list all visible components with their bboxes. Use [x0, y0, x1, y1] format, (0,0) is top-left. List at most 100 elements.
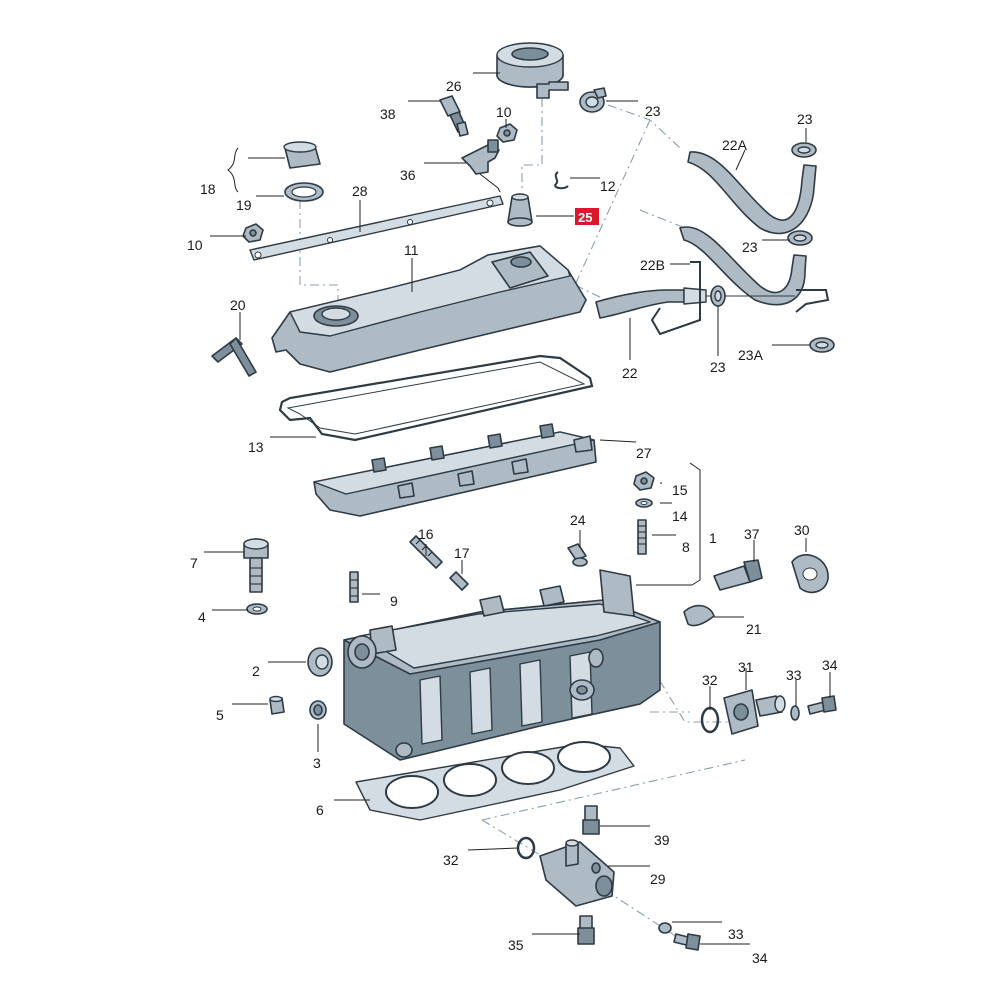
part-32-o-ring [700, 706, 720, 734]
label-36: 36 [400, 167, 416, 183]
part-20-key [211, 337, 257, 377]
label-9: 9 [390, 593, 398, 609]
label-23-top: 23 [645, 103, 661, 119]
label-26: 26 [446, 78, 462, 94]
part-30-flange-gasket [791, 554, 829, 594]
label-10-left: 10 [187, 237, 203, 253]
label-23-22A: 23 [797, 111, 813, 127]
part-26-breather [496, 42, 569, 99]
label-23-22B: 23 [742, 239, 758, 255]
part-18-filler-cap [283, 141, 321, 169]
label-17: 17 [454, 545, 470, 561]
label-29: 29 [650, 871, 666, 887]
cylinder-head [343, 569, 661, 761]
label-27: 27 [636, 445, 652, 461]
part-34-bolt-lower [673, 933, 701, 951]
label-23-22: 23 [710, 359, 726, 375]
label-34-right: 34 [822, 657, 838, 673]
part-10-nut-top [496, 123, 518, 143]
callout-labels: 26 38 10 23 36 12 25 18 19 28 10 11 22A … [187, 78, 838, 966]
label-37: 37 [744, 526, 760, 542]
part-28-gasket-strip [249, 195, 504, 261]
label-11: 11 [404, 242, 419, 258]
label-23A: 23A [738, 347, 764, 363]
part-12-spring [554, 171, 569, 190]
label-6: 6 [316, 802, 324, 818]
part-17-stud [449, 571, 469, 591]
part-36-bracket [461, 139, 501, 193]
label-21: 21 [746, 621, 762, 637]
part-22-hose [595, 261, 795, 336]
part-3-seal [309, 700, 327, 720]
label-18: 18 [200, 181, 216, 197]
part-24-plug [567, 543, 588, 567]
part-23A-clip [809, 337, 835, 353]
part-23-clip-top [579, 87, 607, 113]
part-38-sensor [439, 95, 469, 137]
part-27-baffle [313, 423, 597, 517]
part-39-sender [582, 805, 600, 835]
label-3: 3 [313, 755, 321, 771]
part-9-stud [349, 571, 359, 603]
label-25-highlight [575, 208, 599, 225]
label-12: 12 [600, 178, 616, 194]
label-33-lower: 33 [728, 926, 744, 942]
label-8: 8 [682, 539, 690, 555]
label-14: 14 [672, 508, 688, 524]
part-23-clip-22 [710, 285, 726, 307]
label-25: 25 [578, 210, 592, 225]
part-23-clip-22A [791, 142, 817, 158]
label-7: 7 [190, 555, 198, 571]
label-31: 31 [738, 659, 754, 675]
part-33-washer [790, 705, 800, 721]
part-29-flange [539, 839, 615, 907]
part-7-bolt [243, 538, 269, 593]
label-5: 5 [216, 707, 224, 723]
part-22A-hose [687, 151, 817, 235]
part-32-o-ring-lower [516, 836, 536, 860]
label-32-right: 32 [702, 672, 718, 688]
label-16: 16 [418, 526, 434, 542]
label-39: 39 [654, 832, 670, 848]
part-31-flange [723, 689, 786, 735]
label-10-top: 10 [496, 104, 512, 120]
label-22: 22 [622, 365, 638, 381]
leader-lines [204, 72, 831, 945]
part-6-head-gasket [355, 741, 635, 821]
part-34-bolt [807, 695, 837, 715]
part-14-washer [635, 498, 653, 508]
part-10-nut-left [242, 223, 264, 243]
part-13-gasket [278, 354, 594, 442]
label-20: 20 [230, 297, 246, 313]
label-2: 2 [252, 663, 260, 679]
part-5-plug [269, 695, 285, 715]
label-34-lower: 34 [752, 950, 768, 966]
part-22B-hose [679, 226, 830, 313]
label-33-right: 33 [786, 667, 802, 683]
label-15: 15 [672, 482, 688, 498]
label-30: 30 [794, 522, 810, 538]
label-22B: 22B [640, 257, 665, 273]
label-19: 19 [236, 197, 252, 213]
part-23-clip-22B [787, 230, 813, 246]
part-4-washer [246, 603, 268, 615]
part-2-seal [307, 647, 333, 677]
label-24: 24 [570, 512, 586, 528]
part-15-nut [633, 471, 655, 491]
part-11-valve-cover [271, 245, 587, 373]
label-1: 1 [709, 530, 717, 546]
part-8-stud [637, 519, 647, 555]
part-37-fitting [713, 559, 763, 591]
label-13: 13 [248, 439, 264, 455]
part-21-cap [683, 604, 715, 627]
label-22A: 22A [722, 137, 748, 153]
part-35-sender [577, 915, 595, 945]
part-33-washer-lower [658, 922, 672, 934]
label-32-lower: 32 [443, 852, 459, 868]
label-35: 35 [508, 937, 524, 953]
part-25-grommet [507, 193, 533, 227]
part-19-seal [284, 182, 324, 202]
label-28: 28 [352, 183, 368, 199]
label-4: 4 [198, 609, 206, 625]
